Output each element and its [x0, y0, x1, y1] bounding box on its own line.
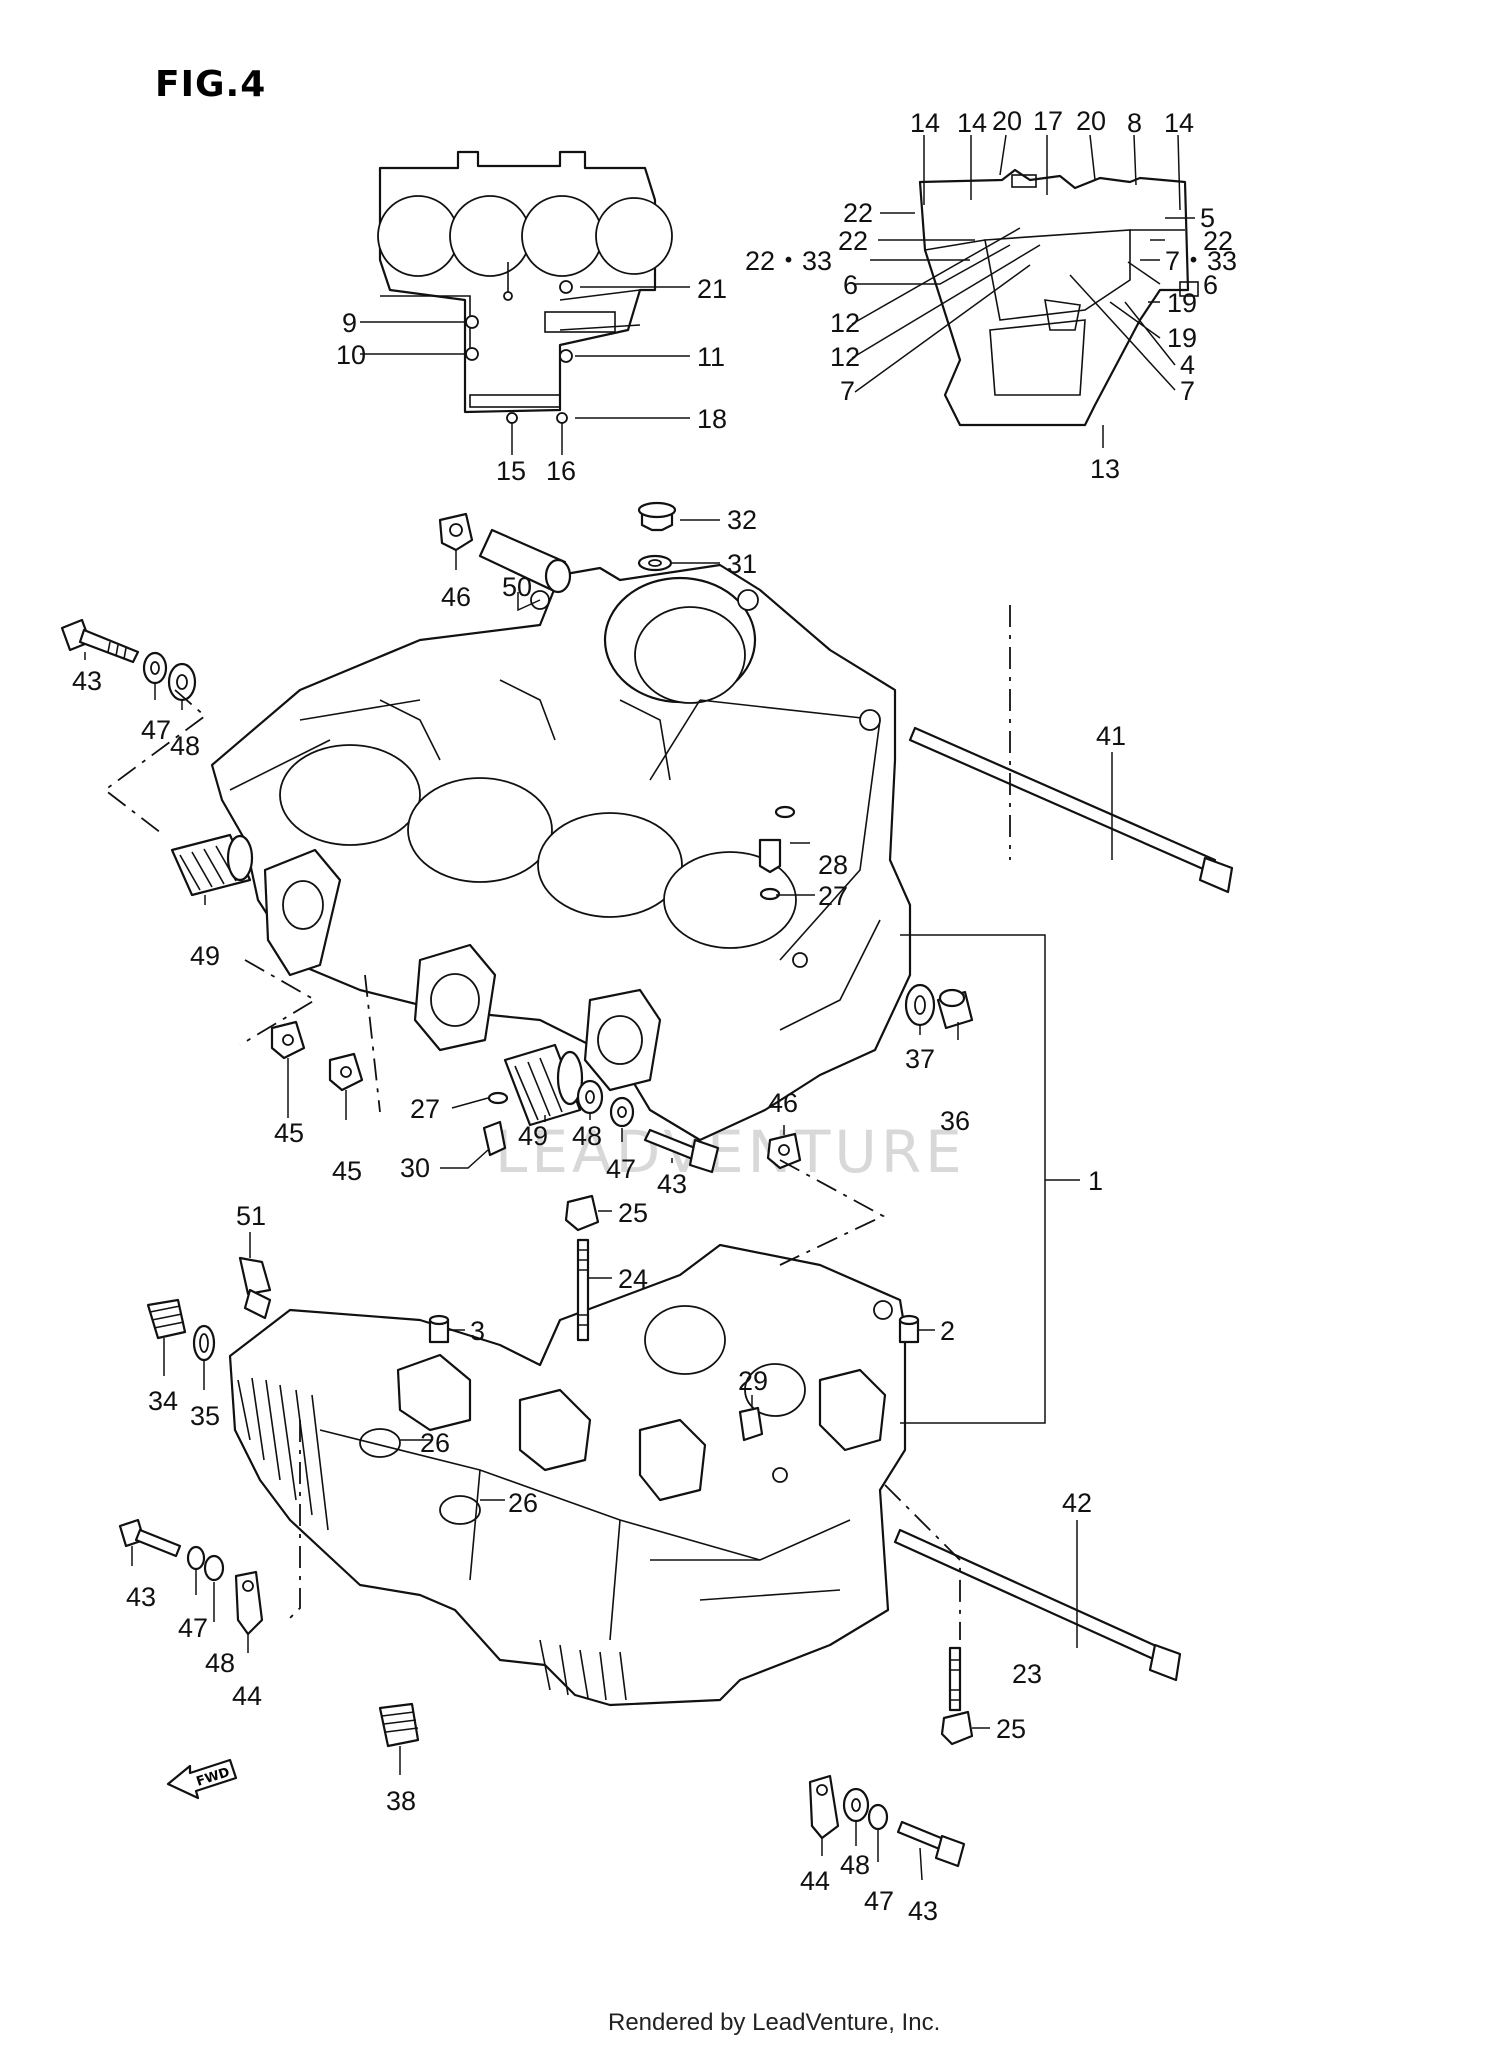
callout-48: 48: [572, 1121, 602, 1151]
callout-15: 15: [496, 456, 526, 486]
callout-20: 20: [1076, 106, 1106, 136]
footer-credit: Rendered by LeadVenture, Inc.: [608, 2009, 940, 2036]
callout-12: 12: [830, 308, 860, 338]
callout-16: 16: [546, 456, 576, 486]
callout-35: 35: [190, 1401, 220, 1431]
callout-46: 46: [768, 1088, 798, 1118]
callout-29: 29: [738, 1366, 768, 1396]
callout-8: 8: [1127, 108, 1142, 138]
callout-7: 7: [1180, 376, 1195, 406]
callout-20: 20: [992, 106, 1022, 136]
callout-42: 42: [1062, 1488, 1092, 1518]
callout-47: 47: [864, 1886, 894, 1916]
callout-48: 48: [170, 731, 200, 761]
callout-7: 7: [840, 376, 855, 406]
callout-12: 12: [830, 342, 860, 372]
lower-case-bolt-inset: [918, 168, 1199, 427]
callout-7-33: 7・33: [1165, 246, 1237, 276]
leader-lines: [84, 134, 1195, 1881]
callout-46: 46: [441, 582, 471, 612]
part1-bracket: [900, 934, 1080, 1424]
callout-10: 10: [336, 340, 366, 370]
callout-26: 26: [420, 1428, 450, 1458]
callout-47: 47: [178, 1613, 208, 1643]
callout-21: 21: [697, 274, 727, 304]
callout-9: 9: [342, 308, 357, 338]
callout-51: 51: [236, 1201, 266, 1231]
callout-22: 22: [1203, 226, 1233, 256]
callout-22: 22: [843, 198, 873, 228]
callout-44: 44: [232, 1681, 262, 1711]
callout-49: 49: [518, 1121, 548, 1151]
callout-17: 17: [1033, 106, 1063, 136]
figure-title: FIG.4: [155, 64, 266, 105]
callout-25: 25: [618, 1198, 648, 1228]
callout-19: 19: [1167, 323, 1197, 353]
callout-41: 41: [1096, 721, 1126, 751]
callout-28: 28: [818, 850, 848, 880]
callout-19: 19: [1167, 288, 1197, 318]
upper-crankcase: [210, 563, 912, 1142]
callout-23: 23: [1012, 1659, 1042, 1689]
watermark: LEADVENTURE: [495, 1118, 966, 1186]
lower-crankcase: [228, 1243, 907, 1707]
fwd-arrow-icon: FWD: [166, 1758, 238, 1800]
callout-43: 43: [126, 1582, 156, 1612]
callout-45: 45: [332, 1156, 362, 1186]
callout-3: 3: [470, 1316, 485, 1346]
callout-30: 30: [400, 1153, 430, 1183]
callout-24: 24: [618, 1264, 648, 1294]
small-parts: [60, 501, 1234, 1868]
callout-37: 37: [905, 1044, 935, 1074]
callout-14: 14: [1164, 108, 1194, 138]
callout-22-33: 22・33: [745, 246, 832, 276]
upper-case-bolt-inset: [377, 150, 673, 424]
callout-47: 47: [141, 715, 171, 745]
callout-11: 11: [697, 342, 725, 372]
callout-18: 18: [697, 404, 727, 434]
callout-6: 6: [843, 270, 858, 300]
callout-14: 14: [910, 108, 940, 138]
callout-45: 45: [274, 1118, 304, 1148]
callout-49: 49: [190, 941, 220, 971]
callout-48: 48: [205, 1648, 235, 1678]
callout-14: 14: [957, 108, 987, 138]
callout-13: 13: [1090, 454, 1120, 484]
callout-31: 31: [727, 549, 757, 579]
callout-labels: 14 14 20 17 20 8 14 22 5 22 22 22・33 7・3…: [72, 106, 1237, 1926]
callout-4: 4: [1180, 350, 1195, 380]
callout-43: 43: [908, 1896, 938, 1926]
callout-27: 27: [410, 1094, 440, 1124]
callout-5: 5: [1200, 203, 1215, 233]
callout-38: 38: [386, 1786, 416, 1816]
callout-2: 2: [940, 1316, 955, 1346]
callout-36: 36: [940, 1106, 970, 1136]
callout-25: 25: [996, 1714, 1026, 1744]
callout-44: 44: [800, 1866, 830, 1896]
callout-48: 48: [840, 1850, 870, 1880]
callout-34: 34: [148, 1386, 178, 1416]
callout-50: 50: [502, 572, 532, 602]
callout-32: 32: [727, 505, 757, 535]
callout-43: 43: [657, 1169, 687, 1199]
callout-43: 43: [72, 666, 102, 696]
callout-47: 47: [606, 1154, 636, 1184]
callout-22: 22: [838, 226, 868, 256]
callout-27: 27: [818, 881, 848, 911]
callout-6: 6: [1203, 270, 1218, 300]
callout-26: 26: [508, 1488, 538, 1518]
callout-1: 1: [1088, 1166, 1103, 1196]
assembly-lines: [103, 605, 1011, 1640]
